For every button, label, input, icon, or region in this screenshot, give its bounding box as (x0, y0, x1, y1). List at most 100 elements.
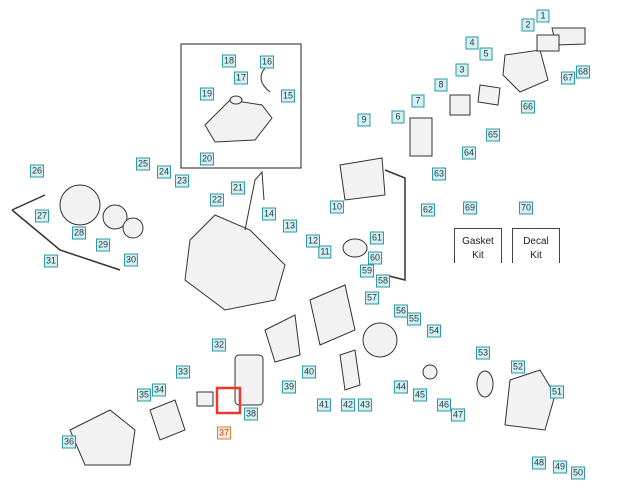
muffler-gasket (196, 391, 214, 407)
fuel-tank-inset-box (180, 43, 302, 169)
part-label-66[interactable]: 66 (520, 100, 536, 114)
part-label-2[interactable]: 2 (521, 18, 535, 32)
part-label-3[interactable]: 3 (455, 63, 469, 77)
fuel-cap (229, 95, 243, 105)
part-label-47[interactable]: 47 (450, 408, 466, 422)
part-label-19[interactable]: 19 (199, 87, 215, 101)
part-label-16[interactable]: 16 (259, 55, 275, 69)
carburetor (477, 84, 501, 106)
cylinder-wire (384, 169, 406, 281)
part-label-43[interactable]: 43 (357, 398, 373, 412)
part-label-21[interactable]: 21 (230, 181, 246, 195)
part-label-29[interactable]: 29 (95, 238, 111, 252)
part-label-70[interactable]: 70 (518, 201, 534, 215)
part-label-5[interactable]: 5 (479, 47, 493, 61)
piston (342, 238, 368, 258)
part-label-63[interactable]: 63 (431, 167, 447, 181)
fuel-line (260, 67, 271, 93)
part-label-38[interactable]: 38 (243, 407, 259, 421)
part-label-69[interactable]: 69 (462, 201, 478, 215)
part-label-22[interactable]: 22 (209, 193, 225, 207)
muffler (234, 354, 264, 406)
part-label-26[interactable]: 26 (29, 164, 45, 178)
rewind-spring (102, 204, 128, 230)
part-label-34[interactable]: 34 (151, 383, 167, 397)
part-label-30[interactable]: 30 (123, 253, 139, 267)
part-label-15[interactable]: 15 (280, 89, 296, 103)
part-label-45[interactable]: 45 (412, 388, 428, 402)
part-label-55[interactable]: 55 (406, 312, 422, 326)
part-label-33[interactable]: 33 (175, 365, 191, 379)
part-label-11[interactable]: 11 (318, 245, 332, 259)
part-label-62[interactable]: 62 (420, 203, 436, 217)
part-label-67[interactable]: 67 (560, 71, 576, 85)
part-label-51[interactable]: 51 (549, 385, 565, 399)
part-label-49[interactable]: 49 (552, 460, 568, 474)
part-label-1[interactable]: 1 (536, 9, 550, 23)
clutch (422, 364, 438, 380)
part-label-58[interactable]: 58 (375, 274, 391, 288)
part-label-65[interactable]: 65 (485, 128, 501, 142)
highlight-box (215, 386, 242, 415)
part-label-54[interactable]: 54 (426, 324, 442, 338)
gasket-kit-box: Gasket Kit (454, 228, 502, 263)
part-label-42[interactable]: 42 (340, 398, 356, 412)
part-label-7[interactable]: 7 (411, 94, 425, 108)
engine-housing (184, 214, 286, 311)
ignition-coil (339, 349, 361, 391)
part-label-64[interactable]: 64 (461, 146, 477, 160)
part-label-52[interactable]: 52 (510, 360, 526, 374)
part-label-23[interactable]: 23 (174, 174, 190, 188)
part-label-9[interactable]: 9 (357, 113, 371, 127)
cover-bracket (149, 399, 186, 441)
part-label-39[interactable]: 39 (281, 380, 297, 394)
part-label-40[interactable]: 40 (301, 365, 317, 379)
insulator (449, 94, 471, 116)
part-label-59[interactable]: 59 (359, 264, 375, 278)
gasket-kit-line1: Gasket (462, 236, 494, 247)
pulley (122, 217, 144, 239)
part-label-68[interactable]: 68 (575, 65, 591, 79)
fuel-tank (204, 99, 273, 143)
part-label-53[interactable]: 53 (475, 346, 491, 360)
arrow (244, 170, 265, 231)
part-label-36[interactable]: 36 (61, 435, 77, 449)
part-label-31[interactable]: 31 (43, 254, 59, 268)
part-label-17[interactable]: 17 (233, 71, 249, 85)
part-label-13[interactable]: 13 (282, 219, 298, 233)
part-label-12[interactable]: 12 (305, 234, 321, 248)
gasket-plate (409, 117, 433, 157)
part-label-25[interactable]: 25 (135, 157, 151, 171)
part-label-41[interactable]: 41 (316, 398, 332, 412)
part-label-37[interactable]: 37 (216, 426, 232, 440)
shroud (264, 314, 301, 363)
part-label-4[interactable]: 4 (465, 36, 479, 50)
clutch-housing (504, 369, 556, 431)
part-label-8[interactable]: 8 (434, 78, 448, 92)
part-label-57[interactable]: 57 (364, 291, 380, 305)
part-label-6[interactable]: 6 (391, 110, 405, 124)
part-label-46[interactable]: 46 (436, 398, 452, 412)
part-label-14[interactable]: 14 (261, 207, 277, 221)
crankcase (309, 284, 356, 346)
part-label-10[interactable]: 10 (329, 200, 345, 214)
part-label-24[interactable]: 24 (156, 165, 172, 179)
part-label-61[interactable]: 61 (369, 231, 385, 245)
clutch-drum (476, 370, 494, 398)
part-label-18[interactable]: 18 (221, 54, 237, 68)
part-label-32[interactable]: 32 (211, 338, 227, 352)
part-label-28[interactable]: 28 (71, 226, 87, 240)
decal-kit-line1: Decal (523, 236, 549, 247)
part-label-35[interactable]: 35 (136, 388, 152, 402)
decal-kit-line2: Kit (530, 250, 542, 261)
part-label-27[interactable]: 27 (34, 209, 50, 223)
decal-kit-box: Decal Kit (512, 228, 560, 263)
part-label-20[interactable]: 20 (199, 152, 215, 166)
part-label-56[interactable]: 56 (393, 304, 409, 318)
part-label-48[interactable]: 48 (531, 456, 547, 470)
part-label-60[interactable]: 60 (367, 251, 383, 265)
part-label-50[interactable]: 50 (570, 466, 586, 480)
part-label-44[interactable]: 44 (393, 380, 409, 394)
